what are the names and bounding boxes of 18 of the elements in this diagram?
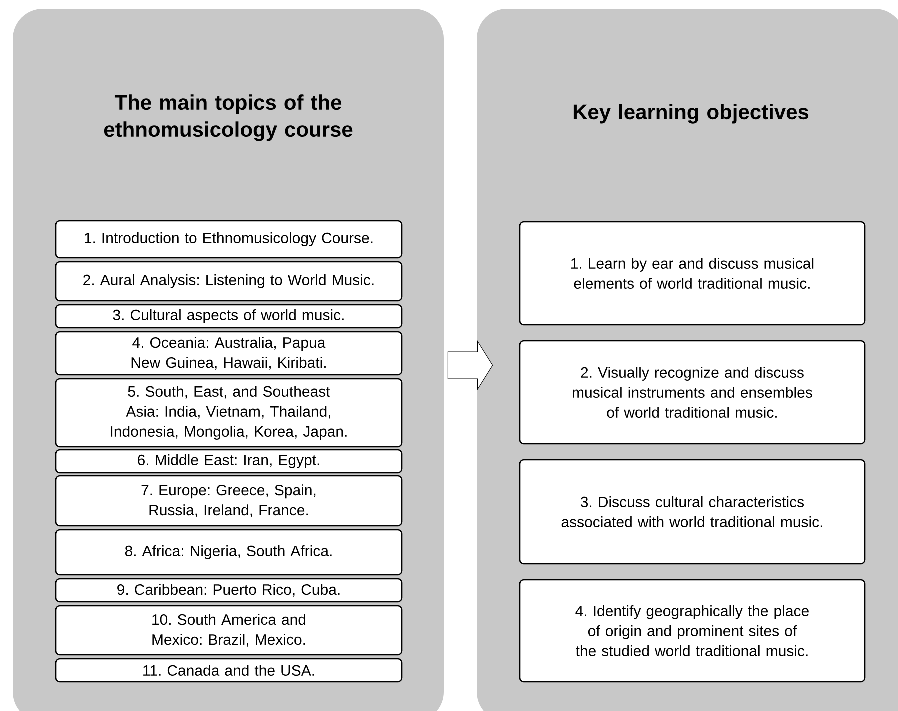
text-box: 5. South, East, and Southeast Asia: India, Vietnam, Thailand, Indonesia, Mongolia, Korea, Japan. [55, 378, 403, 448]
text-box: 11. Canada and the USA. [55, 658, 403, 683]
text-box: 10. South America and Mexico: Brazil, Mexico. [55, 605, 403, 656]
text-box: 1. Learn by ear and discuss musical elements of world traditional music. [519, 221, 866, 326]
text-box: 1. Introduction to Ethnomusicology Course. [55, 220, 403, 259]
text-box: 6. Middle East: Iran, Egypt. [55, 449, 403, 474]
text-box: 2. Aural Analysis: Listening to World Music. [55, 261, 403, 302]
text-box: 3. Discuss cultural characteristics associated with world traditional music. [519, 459, 866, 565]
text-box: 7. Europe: Greece, Spain, Russia, Ireland, France. [55, 475, 403, 527]
text-box: 4. Identify geographically the place of origin and prominent sites of the studied world traditional music. [519, 579, 866, 683]
block-arrow [448, 340, 494, 391]
text-box: 4. Oceania: Australia, Papua New Guinea, Hawaii, Kiribati. [55, 331, 403, 376]
panel-heading: Key learning objectives [574, 104, 809, 124]
text-box: 9. Caribbean: Puerto Rico, Cuba. [55, 578, 403, 603]
text-box: 8. Africa: Nigeria, South Africa. [55, 529, 403, 576]
panel-heading: The main topics of the ethnomusicology course [104, 94, 353, 142]
text-box: 3. Cultural aspects of world music. [55, 304, 403, 329]
text-box: 2. Visually recognize and discuss musical instruments and ensembles of world traditional music. [519, 340, 866, 445]
